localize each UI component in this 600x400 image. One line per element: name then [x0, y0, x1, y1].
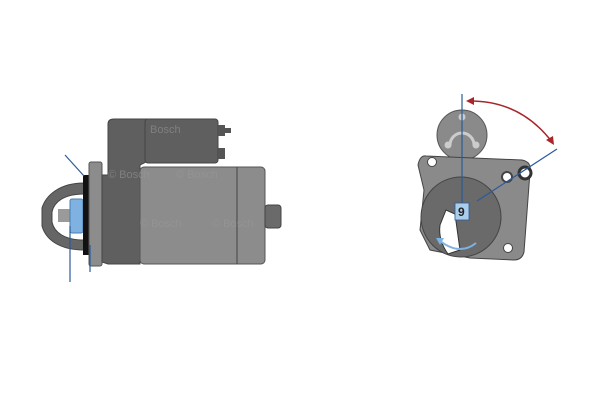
gasket — [83, 175, 89, 255]
angle-arc-arrow — [467, 100, 553, 143]
watermark-4: © Bosch — [212, 218, 254, 230]
mounting-flange — [88, 161, 103, 267]
rotation-label: 9 — [458, 205, 465, 219]
front-view: 9 — [417, 94, 558, 261]
rotation-arrow-icon — [439, 240, 477, 250]
mounting-hole — [501, 171, 513, 183]
watermark-1: © Bosch — [176, 169, 218, 181]
mounting-hole — [427, 157, 437, 167]
end-cap-nub — [264, 204, 282, 229]
solenoid — [144, 118, 219, 164]
guide-line-flange — [64, 154, 85, 177]
pinion-opening — [439, 209, 461, 255]
shaft — [58, 209, 72, 222]
mounting-hole — [503, 243, 513, 253]
side-view: Bosch © Bosch © Bosch © Bosch © Bosch — [41, 118, 282, 282]
motor-body — [139, 166, 266, 265]
solenoid-watermark: Bosch — [150, 124, 181, 136]
watermark-3: © Bosch — [140, 218, 182, 230]
rotation-label-box — [454, 202, 470, 221]
guide-line-angle — [476, 148, 558, 202]
pinion-gear — [69, 198, 84, 234]
terminal-top — [218, 125, 225, 136]
terminal-stud — [225, 128, 231, 133]
terminal-bottom — [218, 148, 225, 159]
watermark-2: © Bosch — [108, 169, 150, 181]
